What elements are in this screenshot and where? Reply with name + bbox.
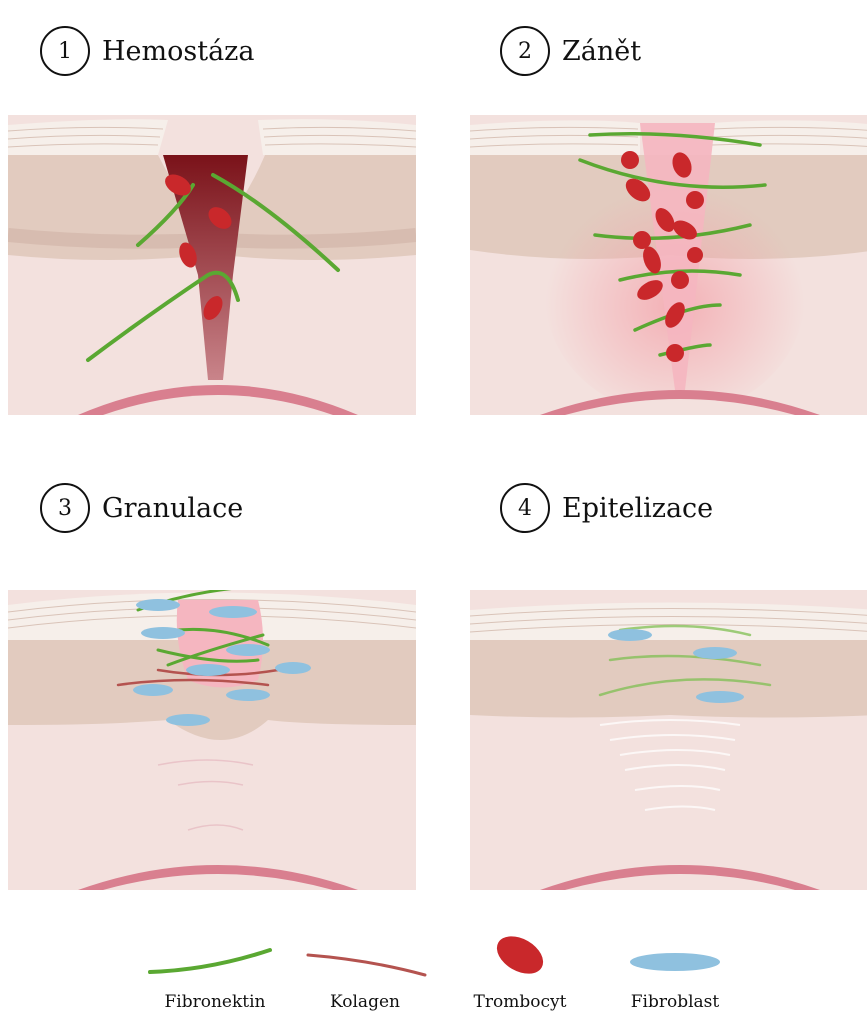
stage-2-header: 2 Zánět	[500, 26, 641, 76]
platelet-swatch-icon	[445, 925, 595, 980]
legend-collagen: Kolagen	[290, 940, 440, 984]
legend-label-platelet: Trombocyt	[445, 992, 595, 1012]
legend-label-fibronectin: Fibronektin	[140, 992, 290, 1012]
legend-label-fibroblast: Fibroblast	[600, 992, 750, 1012]
fibronectin-swatch-icon	[140, 940, 290, 980]
stage-3-number: 3	[40, 483, 90, 533]
stage-3-title: Granulace	[102, 493, 243, 524]
stage-3-header: 3 Granulace	[40, 483, 243, 533]
stage-2-title: Zánět	[562, 36, 641, 67]
collagen-swatch-icon	[290, 940, 440, 980]
legend-platelet: Trombocyt	[445, 925, 595, 984]
stage-4-header: 4 Epitelizace	[500, 483, 713, 533]
stage-4-number: 4	[500, 483, 550, 533]
granulation-panel	[8, 590, 416, 890]
stage-1-header: 1 Hemostáza	[40, 26, 255, 76]
epithelialization-panel	[470, 590, 867, 890]
inflammation-panel	[470, 115, 867, 415]
hemostasis-panel	[8, 115, 416, 415]
legend-fibronectin: Fibronektin	[140, 940, 290, 984]
stage-2-number: 2	[500, 26, 550, 76]
legend-label-collagen: Kolagen	[290, 992, 440, 1012]
stage-1-number: 1	[40, 26, 90, 76]
legend-fibroblast: Fibroblast	[600, 940, 750, 984]
stage-4-title: Epitelizace	[562, 493, 713, 524]
fibroblast-swatch-icon	[600, 940, 750, 980]
stage-1-title: Hemostáza	[102, 36, 255, 67]
